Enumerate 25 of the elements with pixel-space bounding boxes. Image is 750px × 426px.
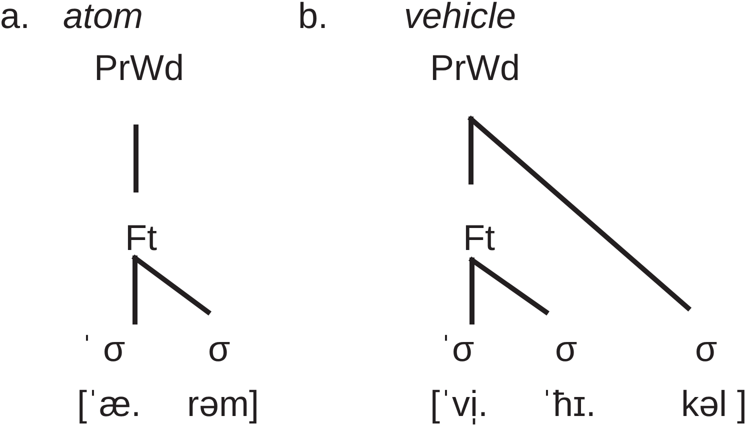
prosodic-word-label: PrWd <box>94 50 184 86</box>
branch-line <box>470 258 474 324</box>
syllable-label: σ <box>695 331 718 367</box>
transcription-text: [ˈvi̩. <box>430 386 488 422</box>
syllable-label: ˈσ <box>440 331 474 367</box>
example-letter: b. <box>298 0 328 34</box>
branch-line <box>468 116 690 310</box>
foot-label: Ft <box>125 220 157 256</box>
transcription-text: rəm] <box>187 386 259 422</box>
transcription-text: [ˈæ. <box>77 386 142 422</box>
foot-label: Ft <box>463 220 495 256</box>
branch-line <box>132 256 210 314</box>
branch-line <box>132 256 138 324</box>
syllable-label: ˈ σ <box>81 331 126 367</box>
syllable-label: σ <box>208 331 230 367</box>
branch-line <box>468 116 474 184</box>
syllable-label: σ <box>555 331 578 367</box>
example-word: vehicle <box>404 0 516 34</box>
example-word: atom <box>63 0 144 34</box>
branch-line <box>134 124 138 192</box>
transcription-text: ˈħɪ. <box>541 386 596 422</box>
example-letter: a. <box>0 0 30 34</box>
transcription-text: kəl ] <box>681 386 748 422</box>
prosodic-word-label: PrWd <box>430 50 520 86</box>
branch-line <box>470 258 548 314</box>
